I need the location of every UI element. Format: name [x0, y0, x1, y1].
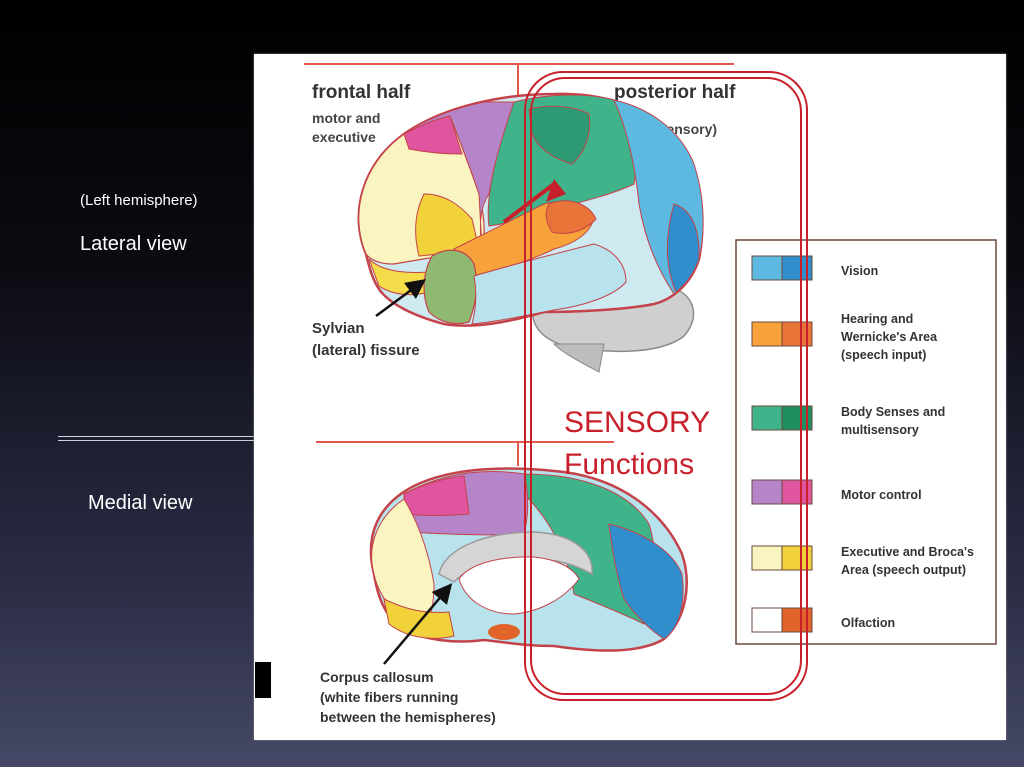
premotor-area — [403, 115, 463, 155]
legend-item-body-senses: Body Senses and multisensory — [751, 405, 945, 437]
red-pointer-arrow — [502, 182, 556, 224]
medial-orbitofrontal — [383, 598, 455, 639]
sylvian-label-1: Sylvian — [312, 320, 365, 337]
legend-label: Body Senses and — [841, 405, 945, 419]
corpus-label-3: between the hemispheres) — [320, 709, 496, 725]
legend-label: Area (speech output) — [841, 563, 966, 577]
hemisphere-label: (Left hemisphere) — [80, 192, 198, 209]
brain-figure: frontal half motor and executive posteri… — [254, 54, 1006, 740]
legend-label: Vision — [841, 264, 878, 278]
legend-label: Olfaction — [841, 616, 895, 630]
primary-visual-area — [667, 203, 700, 293]
legend-label: Motor control — [841, 488, 922, 502]
frontal-half-title: frontal half — [312, 82, 411, 103]
red-pointer-arrowhead — [546, 179, 566, 202]
legend-label: Executive and Broca's — [841, 545, 974, 559]
sensory-label: SENSORY — [564, 406, 710, 439]
temporal-pole — [423, 249, 478, 325]
medial-premotor — [403, 475, 470, 516]
frontal-subtitle-1: motor and — [312, 110, 380, 126]
divider-line — [58, 440, 258, 441]
medial-view-label: Medial view — [88, 492, 193, 514]
divider-line — [58, 436, 258, 437]
legend-swatch — [751, 255, 783, 281]
sylvian-arrow — [375, 279, 427, 318]
medial-center — [458, 556, 580, 615]
legend-label: (speech input) — [841, 348, 926, 362]
posterior-half-title: posterior half — [614, 82, 736, 103]
legend-box — [735, 239, 997, 645]
sensory-highlight-frame-inner — [530, 77, 802, 695]
legend-label: multisensory — [841, 423, 919, 437]
brainstem — [552, 343, 605, 373]
brain-diagram: frontal half motor and executive posteri… — [304, 63, 997, 725]
legend-swatch — [751, 405, 783, 431]
sensory-highlight-frame — [524, 71, 808, 701]
legend-label: Wernicke's Area — [841, 330, 938, 344]
edge-marker — [255, 662, 271, 698]
frontal-subtitle-2: executive — [312, 129, 376, 145]
corpus-arrow — [383, 583, 453, 665]
functions-label: Functions — [564, 448, 694, 481]
medial-brain — [369, 467, 688, 652]
legend-item-olfaction: Olfaction — [751, 607, 895, 633]
sylvian-label-2: (lateral) fissure — [312, 342, 420, 359]
corpus-label-1: Corpus callosum — [320, 669, 434, 685]
lateral-view-label: Lateral view — [80, 233, 187, 255]
multisensory-area — [528, 105, 591, 165]
corpus-label-2: (white fibers running — [320, 689, 458, 705]
inferior-temporal — [471, 243, 627, 325]
olfactory-bulb — [488, 624, 520, 640]
legend-swatch — [751, 479, 783, 505]
legend-swatch — [751, 545, 783, 571]
medial-visual — [608, 523, 684, 640]
legend-item-motor-control: Motor control — [751, 479, 922, 505]
legend-label: Hearing and — [841, 312, 913, 326]
wernicke-area — [545, 200, 597, 234]
legend-swatch — [751, 321, 783, 347]
legend-swatch — [751, 607, 783, 633]
